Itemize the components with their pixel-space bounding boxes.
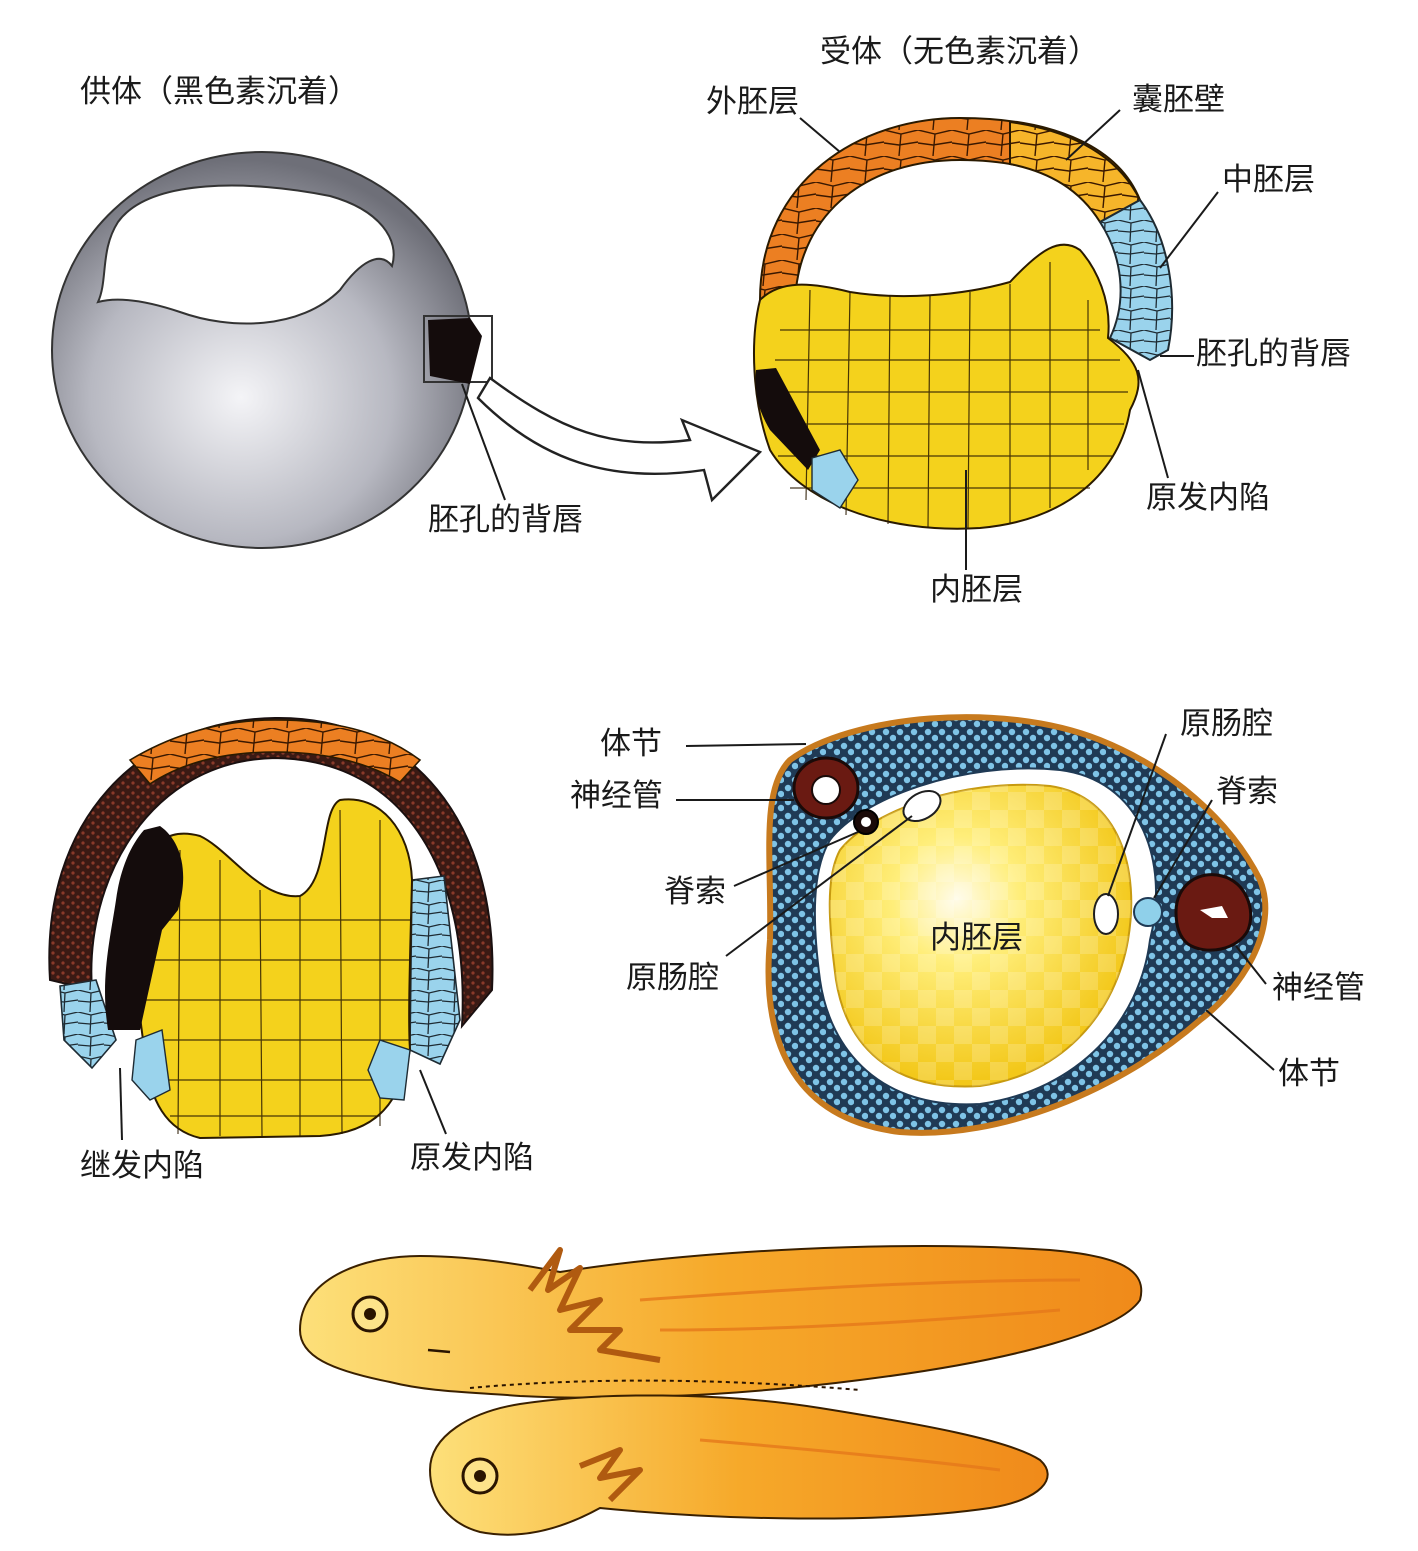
mesoderm-label: 中胚层 [1222, 162, 1315, 198]
dorsal-lip-label: 胚孔的背唇 [1196, 336, 1351, 372]
lower-eye-pupil [474, 1470, 486, 1482]
left-archenteron [902, 789, 942, 823]
primary-invagination-label: 原发内陷 [1146, 480, 1270, 516]
archenteron-left-label: 原肠腔 [626, 960, 719, 996]
right-archenteron [1093, 893, 1119, 935]
upper-gills [527, 1247, 661, 1363]
endoderm-label: 内胚层 [930, 572, 1023, 608]
recipient-mesoderm [1098, 198, 1174, 362]
primary-invagination-leader-2 [419, 1069, 447, 1135]
notochord-right-leader [1153, 799, 1213, 899]
conjoined-tadpoles [298, 1245, 1143, 1536]
recipient-embryo [753, 116, 1174, 530]
donor-title: 供体（黑色素沉着） [80, 74, 359, 110]
donor-blastocoel [96, 184, 395, 325]
lower-tadpole-body [428, 1394, 1049, 1536]
gastrula-graft [105, 826, 184, 1030]
upper-mouth [427, 1348, 451, 1354]
somite-left-label: 体节 [600, 726, 662, 762]
recipient-graft-mesoderm [811, 449, 859, 509]
secondary-invagination-label: 继发内陷 [80, 1148, 204, 1184]
recipient-title: 受体（无色素沉着） [820, 34, 1099, 70]
archenteron-right-leader [1107, 733, 1167, 897]
notochord-left-leader [733, 831, 859, 887]
archenteron-left-leader [725, 815, 913, 957]
right-notochord [1133, 897, 1163, 927]
blastocoel-wall-leader [1065, 109, 1121, 161]
recipient-cell-grid [772, 262, 1128, 529]
left-neural-lumen [811, 775, 841, 805]
section-yolk-checker [829, 784, 1132, 1087]
notochord-left-label: 脊索 [664, 874, 726, 910]
somite-left-leader [685, 743, 807, 747]
primary-invagination-label-2: 原发内陷 [410, 1140, 534, 1176]
somite-right-leader [1205, 1009, 1275, 1071]
ectoderm-leader [799, 117, 841, 153]
upper-tadpole-body [298, 1245, 1143, 1399]
double-gastrula [48, 716, 494, 1140]
donor-dorsal-lip [428, 318, 482, 384]
left-notochord-core [861, 817, 871, 827]
mesoderm-leader [1159, 191, 1219, 269]
secondary-invagination-leader [119, 1067, 123, 1141]
gastrula-right-inner-meso [367, 1039, 411, 1101]
transplant-arrow [476, 376, 763, 503]
neural-tube-left-label: 神经管 [570, 778, 663, 814]
somite-right-label: 体节 [1278, 1056, 1340, 1092]
recipient-graft [755, 368, 820, 470]
gastrula-ectoderm-top [128, 719, 422, 786]
cross-section [765, 714, 1269, 1136]
lower-gills [578, 1447, 643, 1503]
blastocoel-wall-label: 囊胚壁 [1132, 82, 1225, 118]
right-neural-lumen [1200, 906, 1228, 918]
primary-invagination-leader [1137, 369, 1169, 479]
neural-tube-right-label: 神经管 [1272, 970, 1365, 1006]
gastrula-left-meso [59, 979, 117, 1070]
donor-dorsal-lip-leader [461, 383, 506, 501]
upper-eye-pupil [364, 1308, 376, 1320]
donor-dorsal-lip-box [423, 315, 493, 383]
tail-stripes [639, 1278, 1081, 1472]
donor-dorsal-lip-label: 胚孔的背唇 [428, 502, 583, 538]
neural-tube-right-leader [1235, 945, 1267, 985]
gastrula-cell-grid [144, 809, 410, 1137]
endoderm-label-2: 内胚层 [930, 920, 1023, 956]
gastrula-left-inner-meso [131, 1029, 171, 1101]
notochord-right-label: 脊索 [1216, 774, 1278, 810]
donor-embryo [51, 151, 493, 549]
archenteron-right-label: 原肠腔 [1180, 706, 1273, 742]
ectoderm-label: 外胚层 [706, 84, 799, 120]
